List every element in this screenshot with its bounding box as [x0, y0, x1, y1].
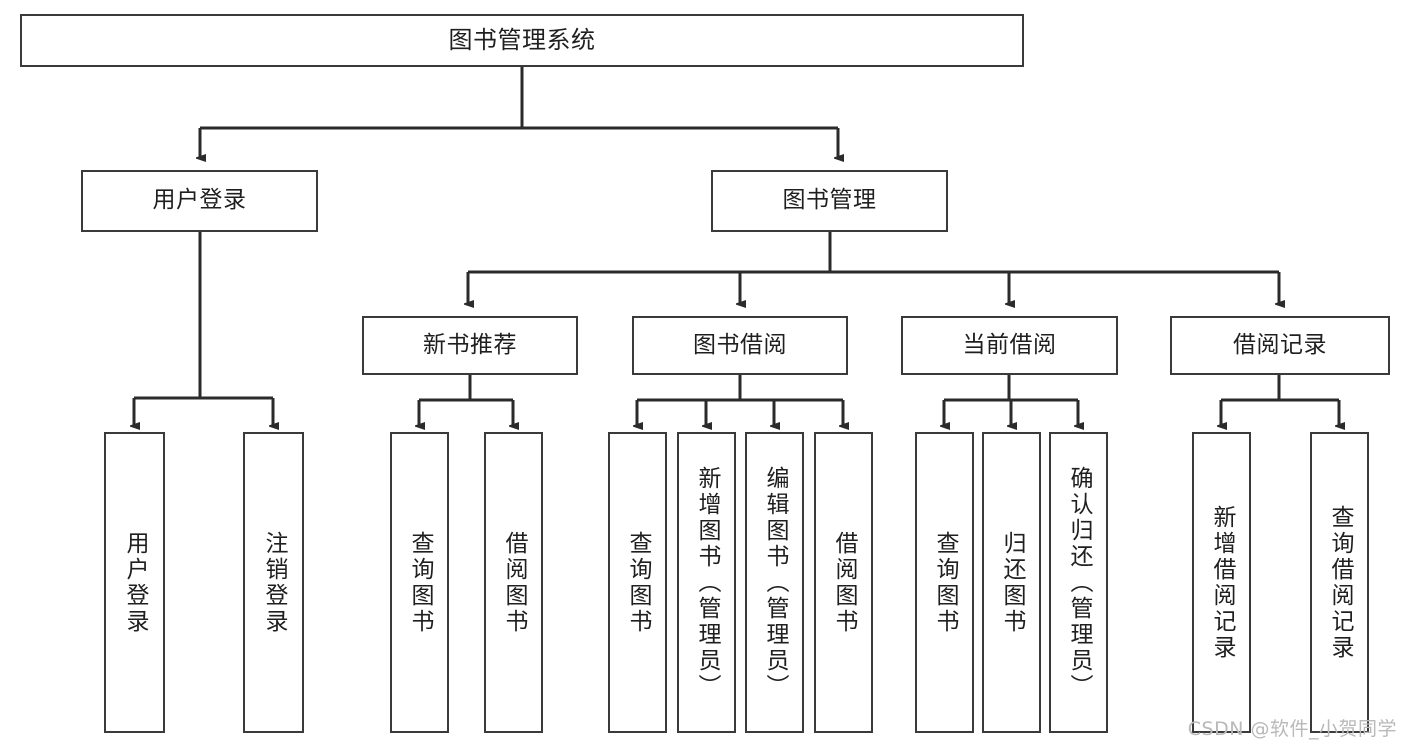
leaf-query-book-current[interactable]: 查询图书	[915, 432, 974, 733]
leaf-logout[interactable]: 注销登录	[243, 432, 304, 733]
node-current-borrow[interactable]: 当前借阅	[901, 316, 1118, 375]
node-borrow-record-label: 借阅记录	[1233, 331, 1327, 358]
leaf-query-book-recommend-label: 查询图书	[407, 530, 433, 635]
node-new-book-recommend-label: 新书推荐	[423, 331, 517, 358]
leaf-logout-label: 注销登录	[261, 530, 287, 635]
leaf-add-borrow-record-label: 新增借阅记录	[1209, 504, 1235, 661]
leaf-add-book-admin-label: 新增图书（管理员）	[694, 465, 720, 700]
leaf-borrow-book-recommend[interactable]: 借阅图书	[484, 432, 543, 733]
node-user-login[interactable]: 用户登录	[81, 170, 318, 232]
leaf-borrow-book-label: 借阅图书	[831, 530, 857, 635]
node-root[interactable]: 图书管理系统	[20, 14, 1024, 67]
leaf-confirm-return-admin[interactable]: 确认归还（管理员）	[1049, 432, 1108, 733]
node-root-label: 图书管理系统	[448, 26, 596, 55]
node-book-borrow-label: 图书借阅	[693, 331, 787, 358]
leaf-query-book-current-label: 查询图书	[932, 530, 958, 635]
leaf-query-book-recommend[interactable]: 查询图书	[390, 432, 449, 733]
node-book-management[interactable]: 图书管理	[711, 170, 948, 232]
leaf-user-login-label: 用户登录	[122, 530, 148, 635]
node-user-login-label: 用户登录	[152, 187, 247, 214]
leaf-edit-book-admin-label: 编辑图书（管理员）	[762, 465, 788, 700]
leaf-query-book-borrow-label: 查询图书	[625, 530, 651, 635]
leaf-borrow-book-recommend-label: 借阅图书	[501, 530, 527, 635]
leaf-return-book-label: 归还图书	[999, 530, 1025, 635]
node-borrow-record[interactable]: 借阅记录	[1170, 316, 1390, 375]
node-book-management-label: 图书管理	[782, 187, 877, 214]
leaf-edit-book-admin[interactable]: 编辑图书（管理员）	[745, 432, 804, 733]
leaf-query-borrow-record-label: 查询借阅记录	[1327, 504, 1353, 661]
leaf-query-borrow-record[interactable]: 查询借阅记录	[1310, 432, 1369, 733]
leaf-user-login[interactable]: 用户登录	[104, 432, 165, 733]
node-book-borrow[interactable]: 图书借阅	[632, 316, 848, 375]
leaf-add-borrow-record[interactable]: 新增借阅记录	[1192, 432, 1251, 733]
csdn-watermark: CSDN @软件_小贺同学	[1187, 718, 1397, 740]
leaf-query-book-borrow[interactable]: 查询图书	[608, 432, 667, 733]
leaf-borrow-book[interactable]: 借阅图书	[814, 432, 873, 733]
leaf-add-book-admin[interactable]: 新增图书（管理员）	[677, 432, 736, 733]
leaf-return-book[interactable]: 归还图书	[982, 432, 1041, 733]
node-new-book-recommend[interactable]: 新书推荐	[362, 316, 578, 375]
leaf-confirm-return-admin-label: 确认归还（管理员）	[1066, 465, 1092, 700]
node-current-borrow-label: 当前借阅	[962, 331, 1057, 358]
